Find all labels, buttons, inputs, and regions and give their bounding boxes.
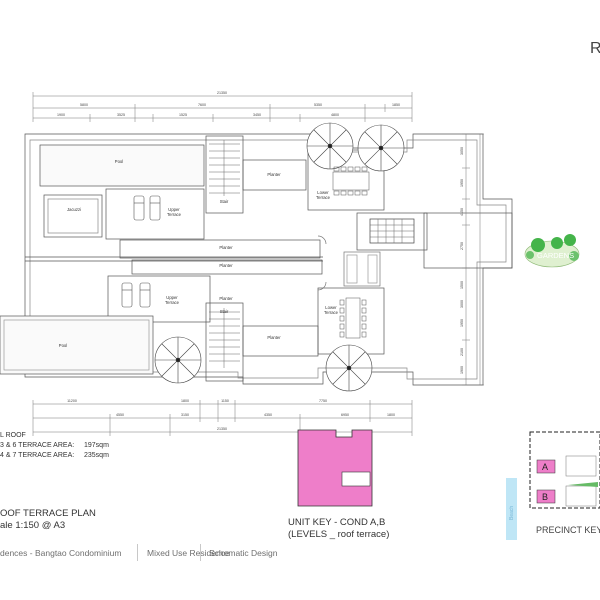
footer-project: dences - Bangtao Condominium xyxy=(0,548,122,558)
unit-key-line2: (LEVELS _ roof terrace) xyxy=(288,529,390,540)
dimension-label: 6950 xyxy=(341,413,349,417)
stair-bottom xyxy=(205,302,244,382)
lounge-sofa xyxy=(343,251,381,287)
dimension-label: 1500 xyxy=(460,281,464,289)
beach-strip-label: Beach xyxy=(509,506,515,520)
precinct-key-map xyxy=(529,431,600,509)
dimension-label: 5350 xyxy=(314,103,322,107)
sun-lounger xyxy=(149,195,161,221)
dimension-label: 1800 xyxy=(387,413,395,417)
dimension-label: 4350 xyxy=(264,413,272,417)
dimension-overall-top: 21350 xyxy=(217,91,227,95)
jacuzzi xyxy=(43,194,103,238)
dimension-label: 1950 xyxy=(460,179,464,187)
gardens-icon xyxy=(524,234,580,268)
room-label-planter-e: Planter xyxy=(267,335,281,340)
room-label-planter-b: Planter xyxy=(219,245,233,250)
area-row-value: 197sqm xyxy=(84,442,109,449)
planter-a xyxy=(242,159,307,191)
room-label-jacuzzi: Jacuzzi xyxy=(67,207,81,212)
umbrella-icon xyxy=(154,336,202,384)
room-label-planter-c: Planter xyxy=(219,263,233,268)
umbrella-icon xyxy=(306,122,354,170)
room-label-stair-bottom: Stair xyxy=(220,309,229,314)
dimension-label: 1150 xyxy=(221,399,229,403)
sun-lounger xyxy=(133,195,145,221)
planter-c xyxy=(131,259,323,275)
upper-terrace-top xyxy=(105,188,205,240)
precinct-marker-b: B xyxy=(542,492,548,502)
right-projection xyxy=(423,212,513,269)
umbrella-icon xyxy=(357,124,405,172)
dimension-label: 11200 xyxy=(67,399,77,403)
dining-table-top xyxy=(332,166,370,196)
room-label-stair-top: Stair xyxy=(220,199,229,204)
precinct-key-title: PRECINCT KEY xyxy=(536,525,600,535)
dining-table-bottom xyxy=(339,297,367,339)
dimension-label: 7600 xyxy=(198,103,206,107)
dimension-label: 3000 xyxy=(460,300,464,308)
central-core xyxy=(356,212,428,251)
dimension-label: 4800 xyxy=(331,113,339,117)
footer-divider xyxy=(137,544,138,561)
unit-key-shape xyxy=(297,429,373,507)
dimension-label: 1850 xyxy=(392,103,400,107)
areas-heading: L ROOF xyxy=(0,432,26,439)
plan-scale: ale 1:150 @ A3 xyxy=(0,520,66,531)
gardens-label: GARDENS xyxy=(537,251,574,260)
footer-type: Mixed Use Residence xyxy=(147,548,230,558)
footer-divider xyxy=(200,544,201,561)
planter-d xyxy=(242,325,319,357)
planter-b xyxy=(119,239,321,259)
pool-top xyxy=(39,144,205,187)
dimension-label: 2750 xyxy=(460,242,464,250)
dimension-label: 3525 xyxy=(117,113,125,117)
dimension-overall-bottom: 21350 xyxy=(217,427,227,431)
upper-terrace-bottom xyxy=(107,275,211,323)
area-row-value: 235sqm xyxy=(84,452,109,459)
dimension-label: 1800 xyxy=(181,399,189,403)
precinct-marker-a: A xyxy=(542,462,548,472)
room-label-pool-top: Pool xyxy=(115,159,123,164)
dimension-label: 4550 xyxy=(116,413,124,417)
room-label-planter-a: Planter xyxy=(267,172,281,177)
area-row-label: 4 & 7 TERRACE AREA: xyxy=(0,452,75,459)
dimension-label: 1950 xyxy=(460,319,464,327)
dimension-label: 7750 xyxy=(319,399,327,403)
unit-key-line1: UNIT KEY - COND A,B xyxy=(288,517,386,528)
footer-stage: Schematic Design xyxy=(209,548,278,558)
dimension-label: 3150 xyxy=(181,413,189,417)
room-label-pool-bottom: Pool xyxy=(59,343,67,348)
building-inner-outline xyxy=(29,139,507,380)
dimension-label: 3050 xyxy=(460,147,464,155)
room-label-planter-d: Planter xyxy=(219,296,233,301)
plan-title: OOF TERRACE PLAN xyxy=(0,508,96,519)
dimension-label: 5800 xyxy=(80,103,88,107)
sun-lounger xyxy=(139,282,151,308)
dimension-label: 1900 xyxy=(460,366,464,374)
umbrella-icon xyxy=(325,344,373,392)
beach-strip xyxy=(506,478,517,540)
dimension-label: 2100 xyxy=(460,348,464,356)
corner-letter: R xyxy=(590,40,600,57)
pool-bottom xyxy=(0,315,154,375)
dimension-label: 3450 xyxy=(253,113,261,117)
area-row-label: 3 & 6 TERRACE AREA: xyxy=(0,442,75,449)
dimension-label: 1525 xyxy=(179,113,187,117)
sun-lounger xyxy=(121,282,133,308)
dimension-label: 1900 xyxy=(57,113,65,117)
dimension-label: 4150 xyxy=(460,208,464,216)
